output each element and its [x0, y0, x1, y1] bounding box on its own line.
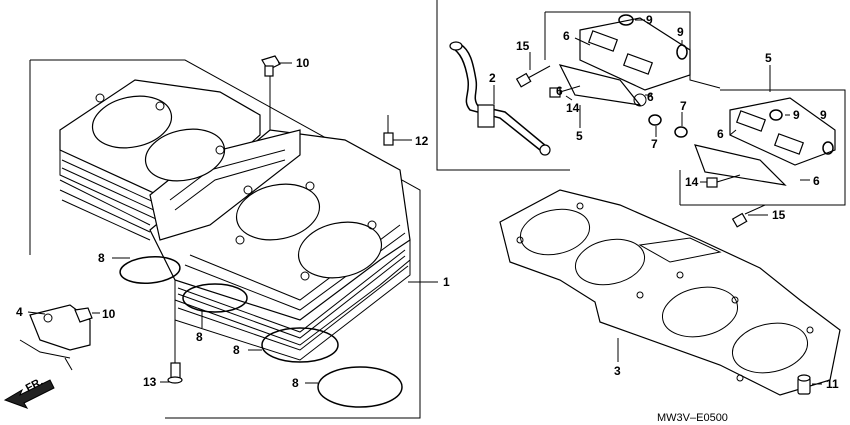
bolt-15-bottom: [731, 204, 766, 228]
callout-14-top: 14: [566, 101, 580, 115]
callout-8-b: 8: [196, 330, 203, 344]
dowel-pin: [797, 374, 822, 395]
head-gasket: [499, 189, 841, 396]
callout-8-c: 8: [233, 343, 240, 357]
callout-9-b: 9: [677, 25, 684, 39]
callout-10-bottom: 10: [102, 307, 116, 321]
reed-subframe-top: [545, 11, 721, 89]
callout-5-a: 5: [576, 129, 583, 143]
callout-13: 13: [143, 375, 157, 389]
cylinder-block-group: [3, 55, 438, 419]
o-rings: [119, 256, 403, 408]
callout-3: 3: [614, 364, 621, 378]
cylinder-bores: [91, 93, 383, 281]
callout-15-bottom: 15: [772, 208, 786, 222]
callout-10-top: 10: [296, 56, 310, 70]
callout-7-a: 7: [680, 99, 687, 113]
reed-group-frame: [436, 0, 570, 171]
callout-6-c: 6: [647, 90, 654, 104]
reed-valve-lower: [694, 97, 836, 186]
callout-8-a: 8: [98, 251, 105, 265]
bolt-14-bottom: [706, 174, 741, 188]
callout-6-d: 6: [717, 127, 724, 141]
callout-1: 1: [443, 275, 450, 289]
callout-6-a: 6: [563, 29, 570, 43]
air-suction-tube: [449, 41, 551, 156]
leader-lines-left: [27, 62, 438, 384]
reed-valve-group: [436, 0, 846, 228]
bolt-15-top: [515, 65, 551, 88]
callout-14-bottom: 14: [685, 175, 699, 189]
bolt-14-top: [549, 85, 581, 98]
bolt-13: [167, 300, 183, 384]
reed-valve-upper: [558, 14, 691, 138]
front-direction-arrow: [3, 379, 55, 409]
callout-9-c: 9: [793, 108, 800, 122]
callout-5-b: 5: [765, 51, 772, 65]
guide-bracket: [19, 304, 93, 371]
callout-8-d: 8: [292, 376, 299, 390]
callout-9-a: 9: [646, 13, 653, 27]
bolt-10-top: [261, 55, 281, 130]
leader-lines-right: [493, 19, 810, 216]
callout-6-e: 6: [813, 174, 820, 188]
cylinder-group-frame: [30, 59, 421, 419]
callout-15-top: 15: [516, 39, 530, 53]
callout-7-b: 7: [651, 137, 658, 151]
callout-2: 2: [489, 71, 496, 85]
diagram-code: MW3V–E0500: [657, 412, 728, 424]
callout-4: 4: [16, 305, 23, 319]
callout-labels: 10 12 1 8 8 8 8 4 10 13 2 15 6 9 9 6 6 1…: [16, 13, 839, 391]
callout-6-b: 6: [556, 84, 563, 98]
callout-12: 12: [415, 134, 429, 148]
callout-11: 11: [826, 377, 839, 391]
callout-9-d: 9: [820, 108, 827, 122]
reed-subframe-right: [680, 89, 846, 206]
